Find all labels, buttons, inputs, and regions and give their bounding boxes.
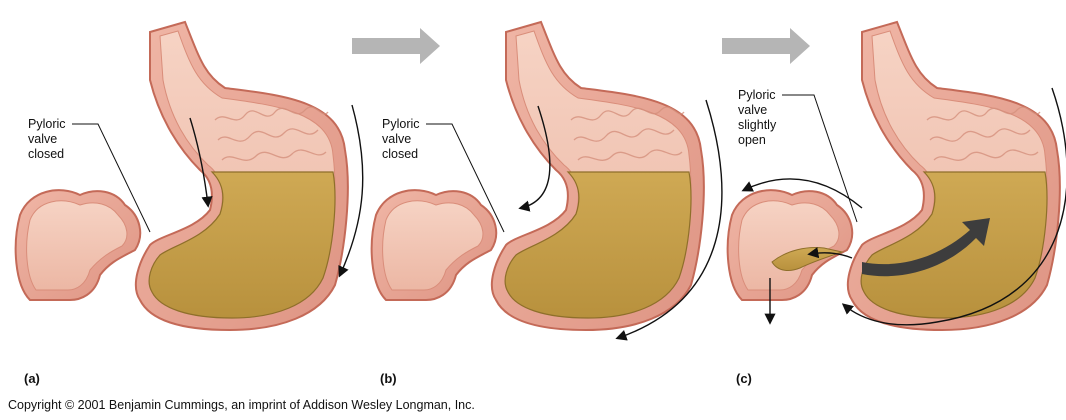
transition-arrow — [722, 28, 810, 64]
panel-b: Pyloric valve closed (b) — [372, 22, 722, 386]
panel-letter: (b) — [380, 371, 397, 386]
panel-a: Pyloric valve closed (a) — [16, 22, 363, 386]
panel-c: Pyloric valve slightly open (c) — [728, 22, 1066, 386]
panel-letter: (c) — [736, 371, 752, 386]
copyright-text: Copyright © 2001 Benjamin Cummings, an i… — [8, 398, 475, 412]
valve-label: Pyloric valve slightly open — [738, 88, 780, 147]
panel-letter: (a) — [24, 371, 40, 386]
valve-label: Pyloric valve closed — [382, 117, 423, 161]
valve-label: Pyloric valve closed — [28, 117, 69, 161]
transition-arrow — [352, 28, 440, 64]
